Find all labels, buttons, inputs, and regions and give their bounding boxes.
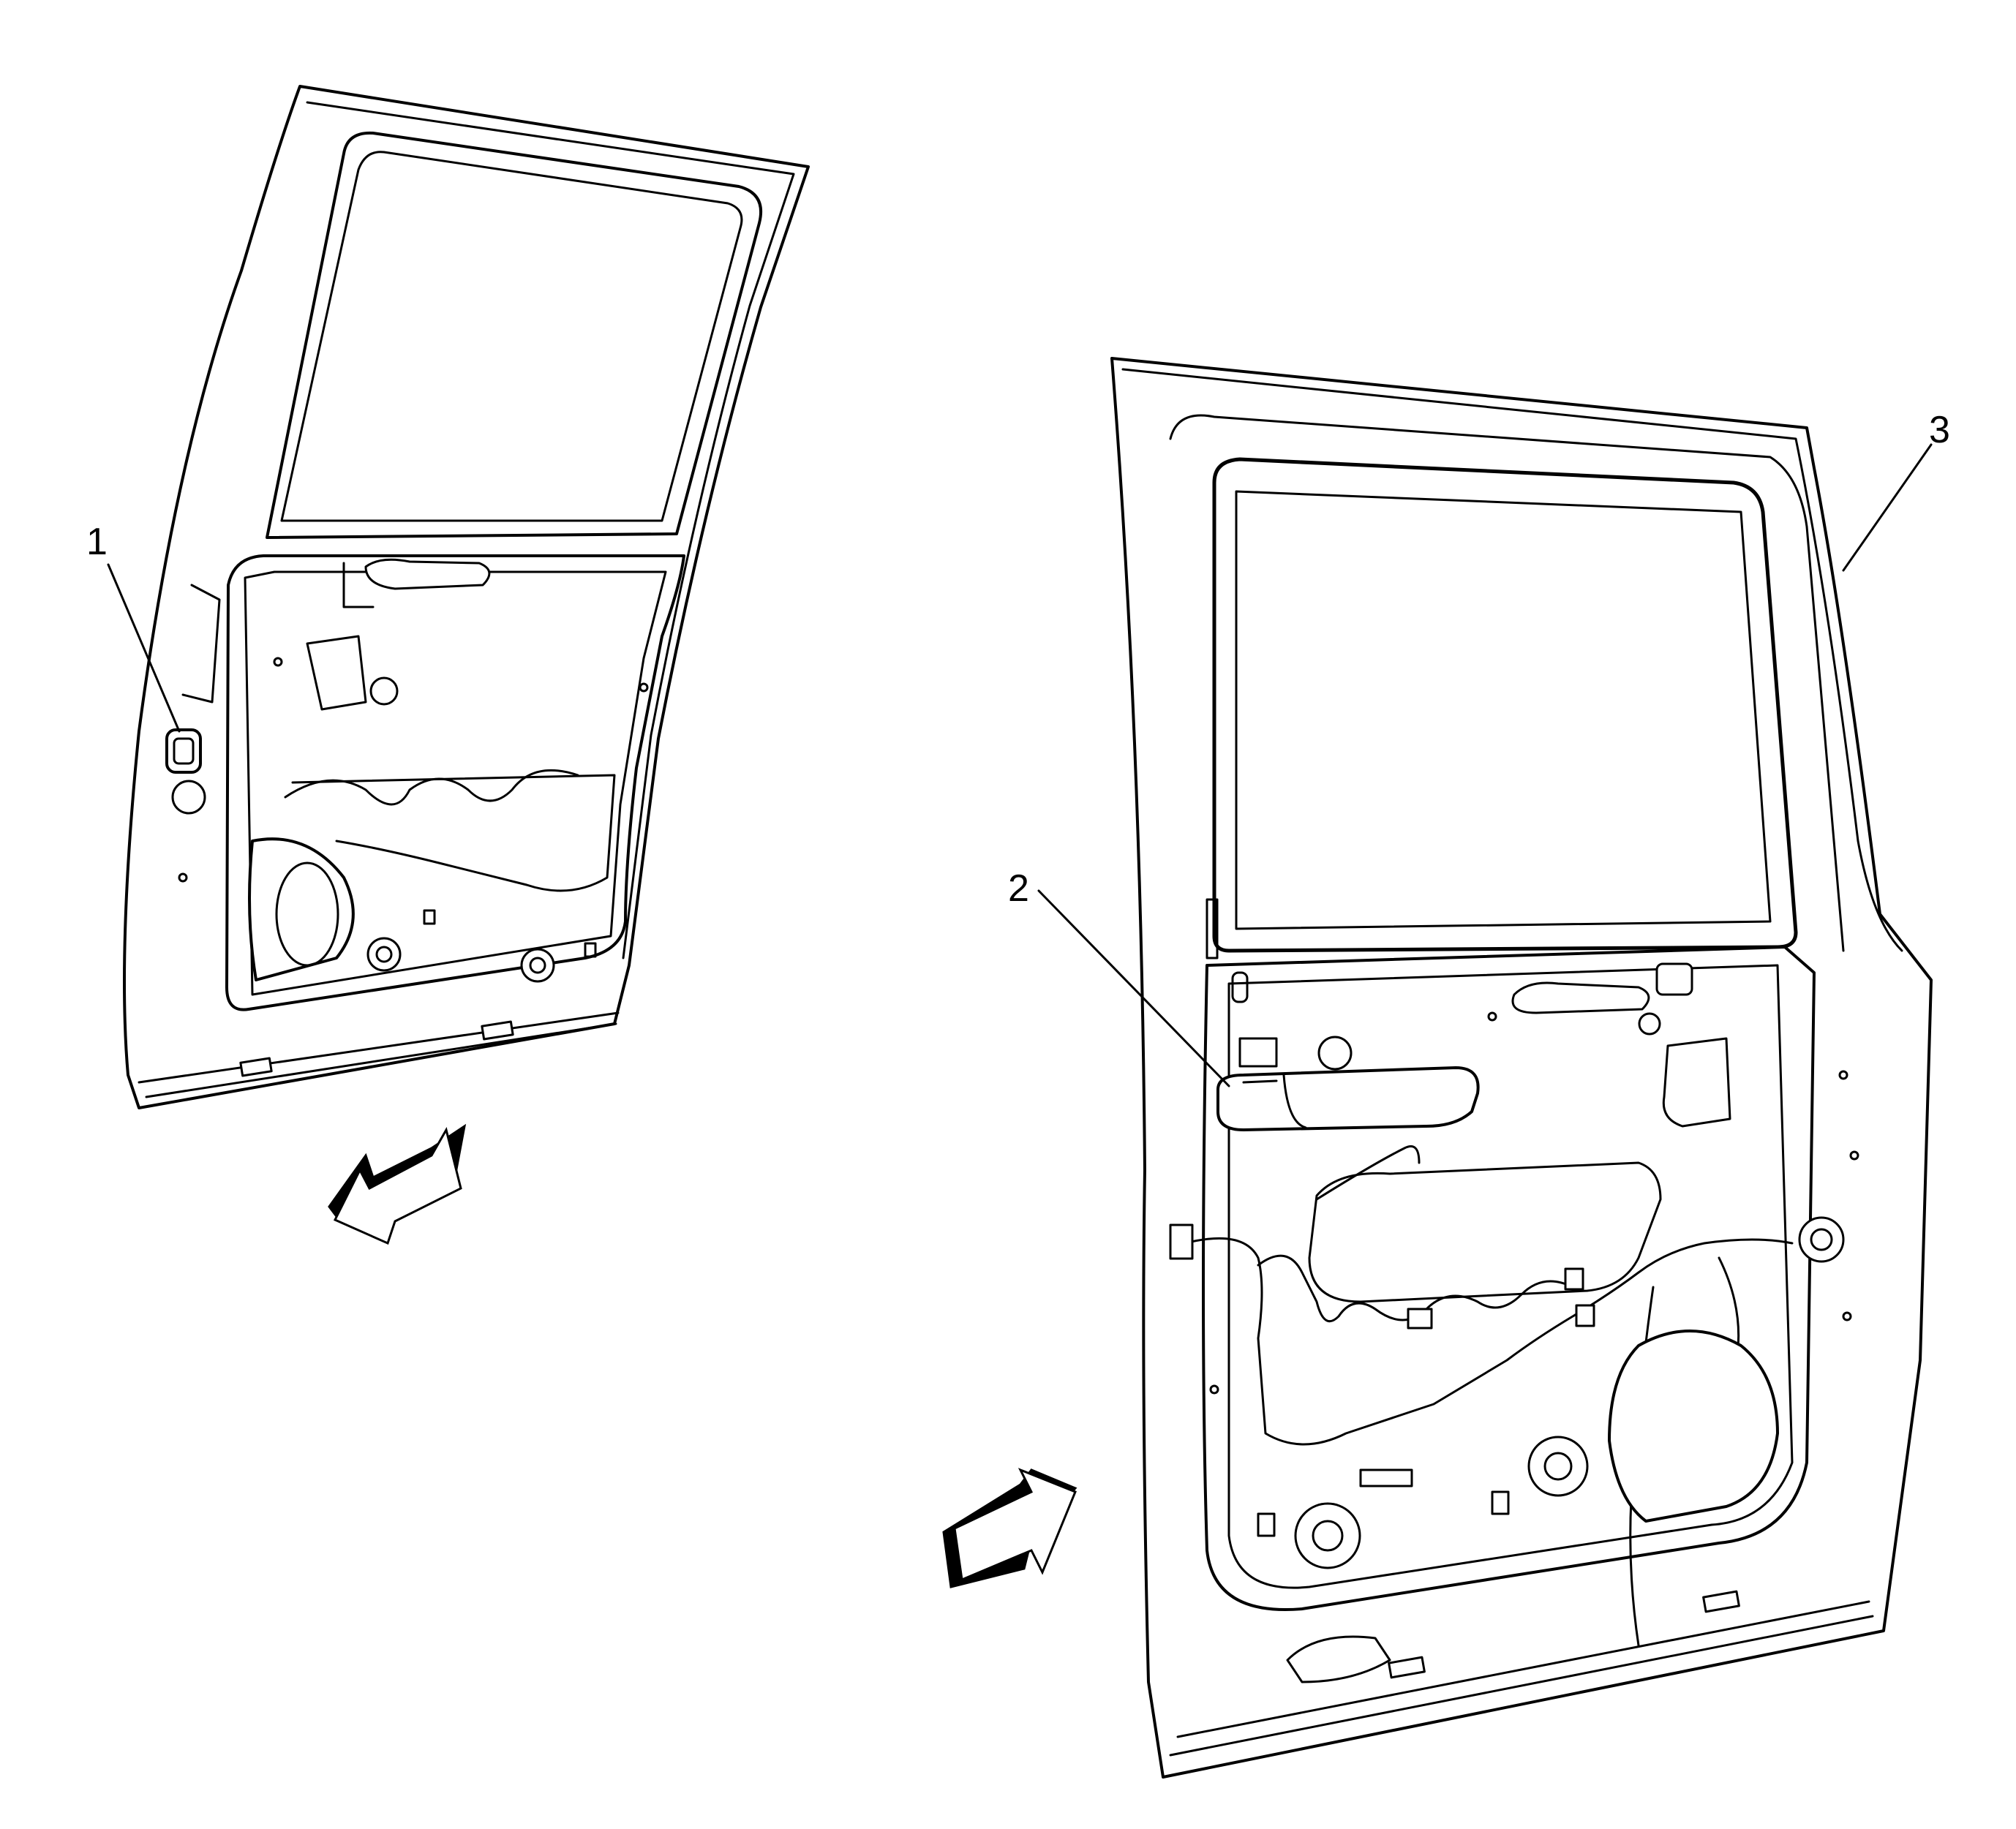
left-door bbox=[123, 85, 810, 1109]
callout-3: 3 bbox=[1842, 409, 1950, 572]
callout-1: 1 bbox=[86, 521, 181, 733]
right-door bbox=[1110, 357, 1933, 1779]
callout-1-label: 1 bbox=[86, 521, 108, 563]
view-direction-arrow-icon bbox=[942, 1468, 1077, 1588]
callout-3-label: 3 bbox=[1929, 409, 1950, 451]
view-direction-arrow-icon bbox=[328, 1123, 467, 1245]
callout-2: 2 bbox=[1008, 867, 1230, 1087]
callout-2-label: 2 bbox=[1008, 867, 1029, 910]
